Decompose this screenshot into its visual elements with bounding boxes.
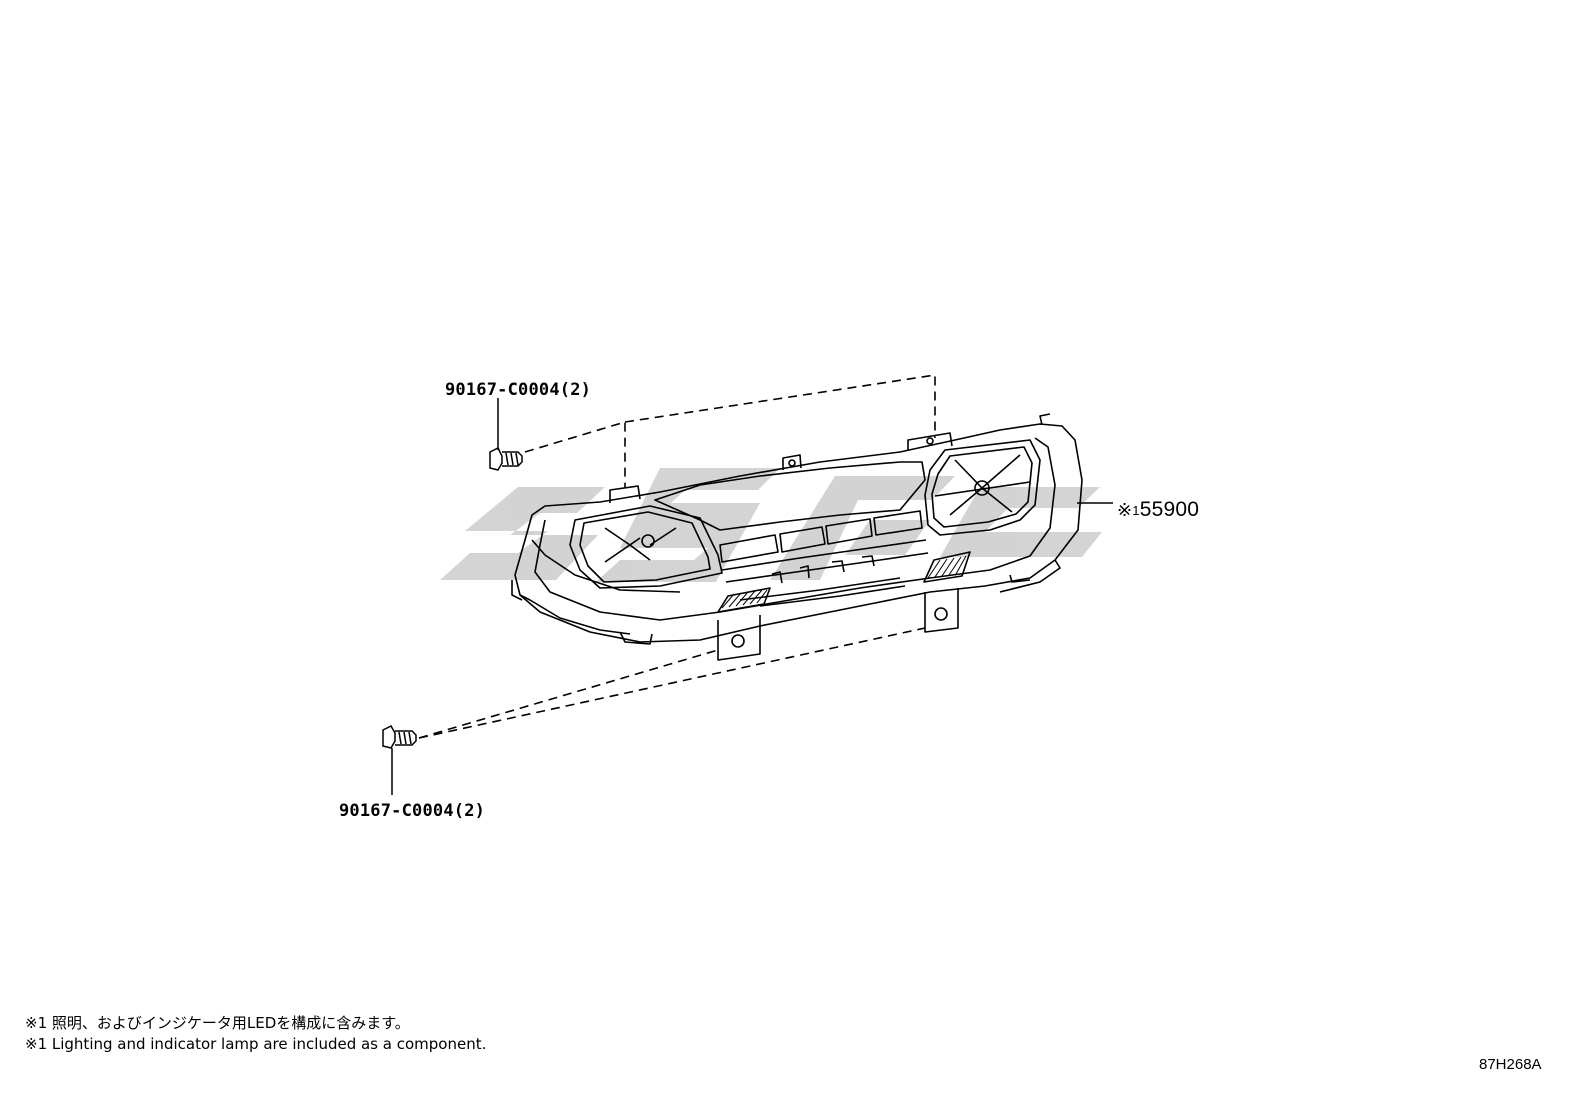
bottom-screw-part-number: 90167-C0004(2) bbox=[339, 801, 486, 821]
part-number-text: 55900 bbox=[1139, 498, 1200, 521]
control-panel-assembly bbox=[511, 413, 1083, 661]
top-screw-part-number: 90167-C0004(2) bbox=[445, 380, 592, 400]
screw-bottom bbox=[382, 725, 417, 749]
footnote-japanese: ※1 照明、およびインジケータ用LEDを構成に含みます。 bbox=[25, 1014, 410, 1032]
dashed-assembly-lines bbox=[418, 374, 936, 739]
watermark-logo bbox=[440, 468, 1102, 582]
main-part-number: ※155900 bbox=[1117, 498, 1199, 522]
leader-lines bbox=[391, 398, 1113, 795]
figure-code: 87H268A bbox=[1479, 1056, 1542, 1073]
reference-mark: ※ bbox=[1117, 500, 1133, 520]
screw-top bbox=[489, 446, 523, 471]
footnote-english: ※1 Lighting and indicator lamp are inclu… bbox=[25, 1035, 487, 1053]
reference-number: 1 bbox=[1132, 503, 1140, 518]
